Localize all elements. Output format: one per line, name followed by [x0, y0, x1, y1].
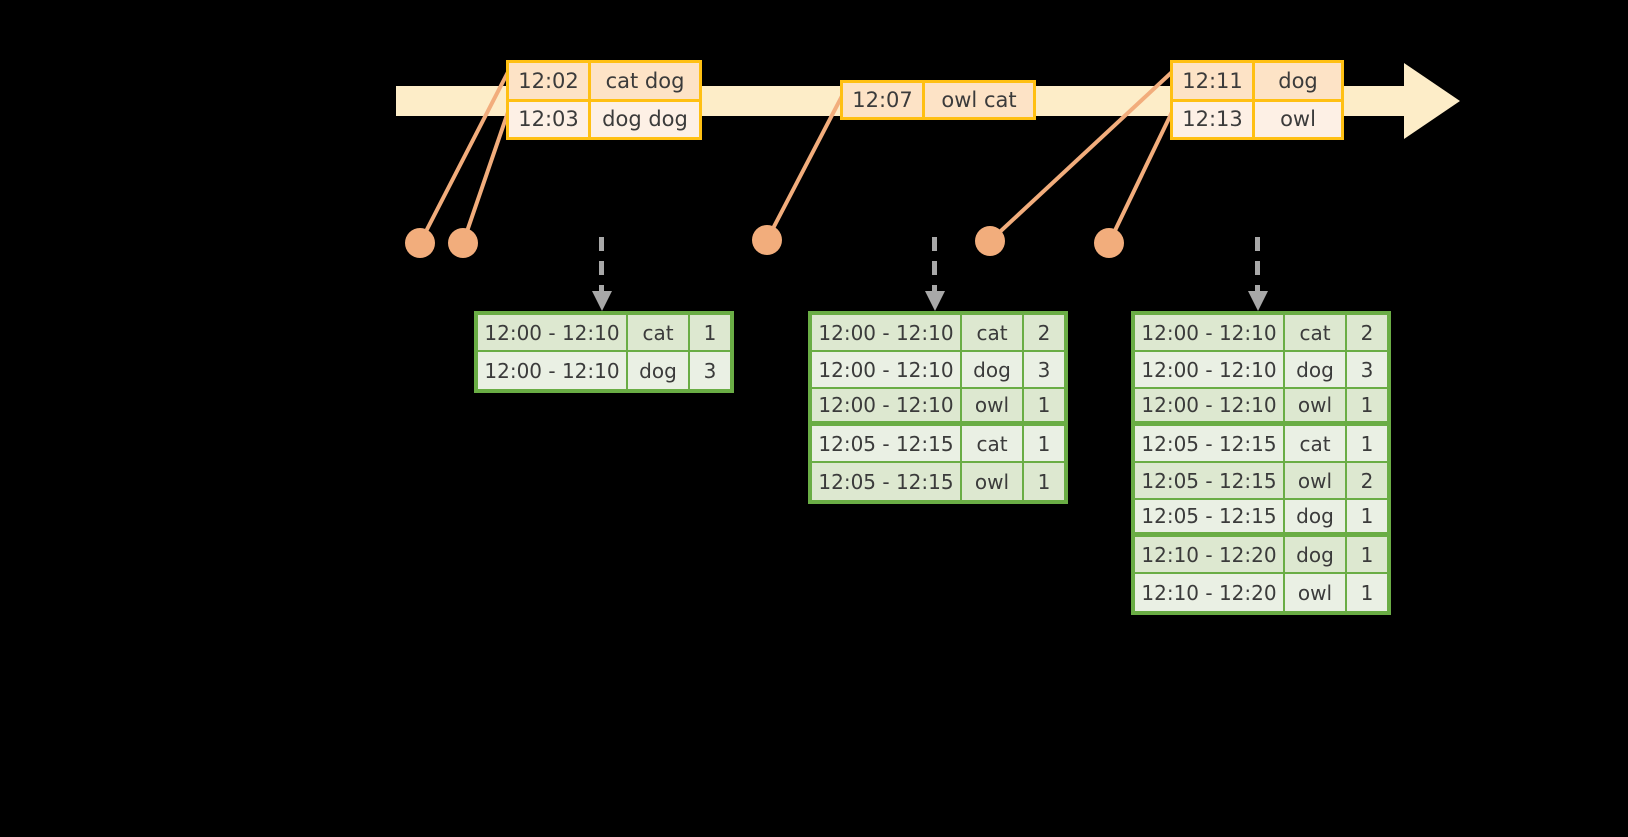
cell-window: 12:00 - 12:10 [812, 389, 962, 426]
event-words: dog [1255, 63, 1341, 99]
flow-arrow-2 [925, 237, 945, 311]
event-words: owl [1255, 101, 1341, 137]
cell-word: dog [962, 352, 1024, 389]
cell-word: dog [1285, 352, 1347, 389]
cell-count: 1 [1347, 574, 1387, 611]
connector-dot-1207 [752, 225, 782, 255]
cell-word: owl [1285, 389, 1347, 426]
cell-word: owl [962, 389, 1024, 426]
connector-dot-1203-line [461, 111, 510, 244]
connector-dot-1203 [448, 228, 478, 258]
cell-count: 3 [1347, 352, 1387, 389]
cell-word: owl [1285, 463, 1347, 500]
cell-count: 1 [690, 315, 730, 352]
arrow-stem [1255, 237, 1260, 309]
event-time: 12:07 [843, 83, 925, 117]
cell-window: 12:10 - 12:20 [1135, 574, 1285, 611]
cell-window: 12:00 - 12:10 [812, 352, 962, 389]
cell-count: 3 [1024, 352, 1064, 389]
cell-count: 1 [1347, 426, 1387, 463]
event-time: 12:13 [1173, 101, 1255, 137]
cell-count: 1 [1024, 389, 1064, 426]
cell-window: 12:00 - 12:10 [1135, 352, 1285, 389]
cell-window: 12:10 - 12:20 [1135, 537, 1285, 574]
cell-count: 2 [1024, 315, 1064, 352]
cell-window: 12:05 - 12:15 [812, 463, 962, 500]
arrow-tip [1248, 291, 1268, 311]
cell-word: cat [962, 426, 1024, 463]
cell-count: 1 [1347, 537, 1387, 574]
cell-count: 2 [1347, 315, 1387, 352]
cell-word: cat [962, 315, 1024, 352]
arrow-stem [932, 237, 937, 309]
connector-dot-1213 [1094, 228, 1124, 258]
cell-word: dog [1285, 537, 1347, 574]
flow-arrow-1 [592, 237, 612, 311]
event-time: 12:02 [509, 63, 591, 99]
arrow-stem [599, 237, 604, 309]
cell-count: 1 [1347, 500, 1387, 537]
cell-window: 12:05 - 12:15 [1135, 463, 1285, 500]
arrow-tip [925, 291, 945, 311]
cell-word: owl [962, 463, 1024, 500]
connector-dot-1202 [405, 228, 435, 258]
cell-count: 1 [1347, 389, 1387, 426]
event-words: owl cat [925, 83, 1033, 117]
cell-window: 12:05 - 12:15 [1135, 426, 1285, 463]
cell-window: 12:00 - 12:10 [478, 315, 628, 352]
cell-word: cat [628, 315, 690, 352]
cell-word: cat [1285, 315, 1347, 352]
cell-window: 12:05 - 12:15 [1135, 500, 1285, 537]
cell-count: 1 [1024, 426, 1064, 463]
connector-dot-1211 [975, 226, 1005, 256]
connector-dot-1213-line [1107, 111, 1174, 244]
cell-count: 1 [1024, 463, 1064, 500]
cell-word: owl [1285, 574, 1347, 611]
arrow-tip [592, 291, 612, 311]
cell-window: 12:00 - 12:10 [812, 315, 962, 352]
event-time: 12:03 [509, 101, 591, 137]
event-words: dog dog [591, 101, 699, 137]
event-time: 12:11 [1173, 63, 1255, 99]
cell-word: dog [628, 352, 690, 389]
cell-count: 2 [1347, 463, 1387, 500]
cell-window: 12:00 - 12:10 [1135, 389, 1285, 426]
timeline-arrowhead [1404, 63, 1460, 139]
cell-window: 12:05 - 12:15 [812, 426, 962, 463]
flow-arrow-3 [1248, 237, 1268, 311]
cell-window: 12:00 - 12:10 [478, 352, 628, 389]
event-words: cat dog [591, 63, 699, 99]
cell-window: 12:00 - 12:10 [1135, 315, 1285, 352]
cell-word: cat [1285, 426, 1347, 463]
cell-count: 3 [690, 352, 730, 389]
cell-word: dog [1285, 500, 1347, 537]
connector-dot-1207-line [765, 95, 844, 241]
